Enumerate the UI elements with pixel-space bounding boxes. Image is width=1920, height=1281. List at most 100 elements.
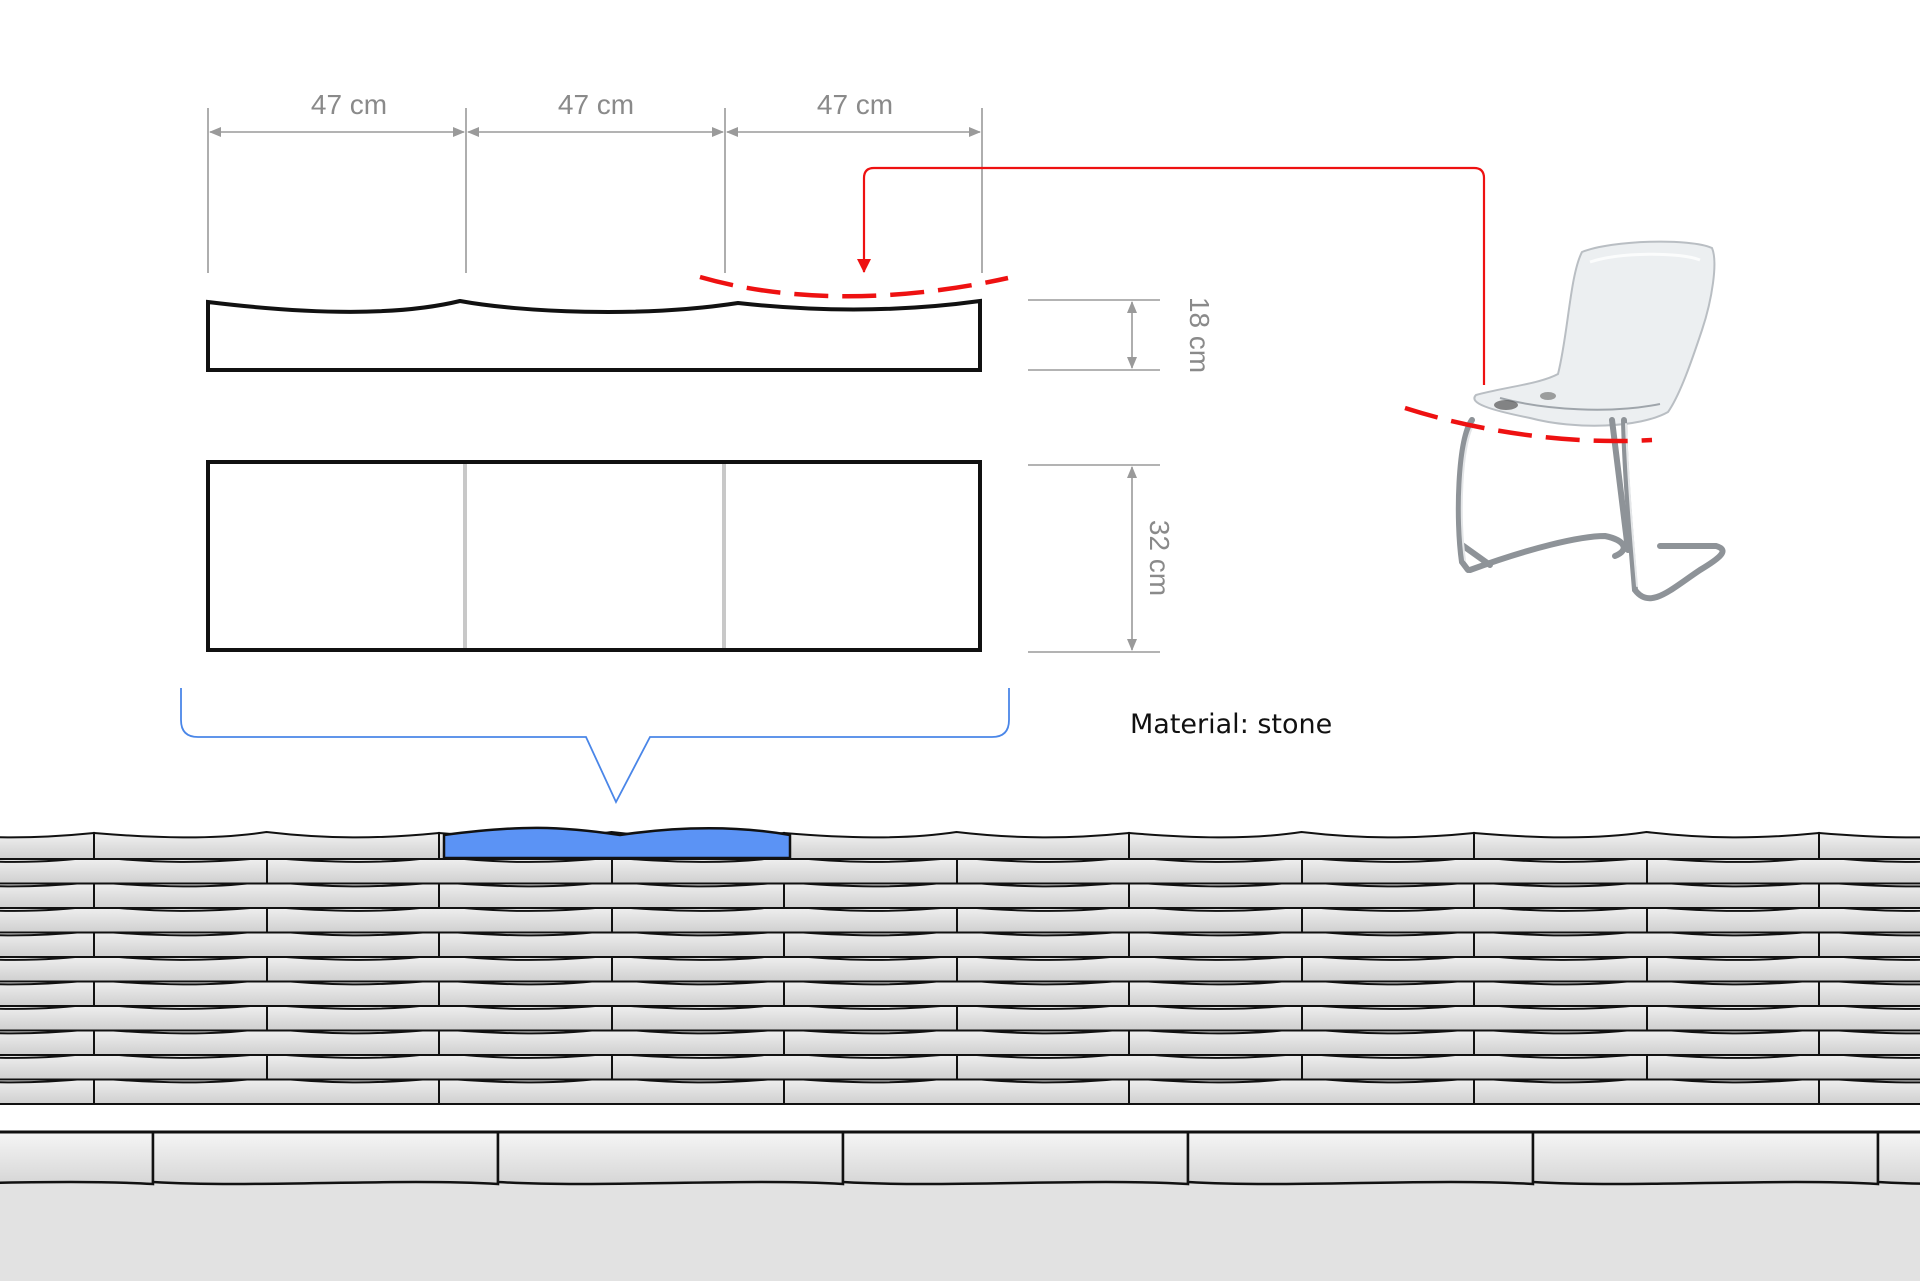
material-label: Material: stone (1130, 709, 1332, 740)
stacked-bench-wall (0, 826, 1920, 1281)
wall-bench-block (1646, 1002, 1920, 1032)
wall-bench-block (1818, 1027, 1920, 1056)
wall-bench-block (611, 1051, 958, 1081)
wall-bench-block (1301, 1002, 1648, 1032)
wall-bench-block (611, 953, 958, 983)
wall-bench-block (1301, 953, 1648, 983)
wall-bench-block (1473, 1026, 1820, 1056)
wall-bench-block (956, 1051, 1303, 1081)
wall-bench-block (611, 1002, 958, 1032)
width-label-3: 47 cm (817, 89, 893, 120)
wall-base-block (0, 1130, 155, 1186)
wall-bench-block (783, 928, 1130, 958)
wall-bench-block (0, 1051, 268, 1081)
wall-bench-block (266, 953, 613, 983)
wall-bench-block (266, 1002, 613, 1032)
wall-base-block (496, 1130, 845, 1186)
height-dimension: 18 cm (1028, 297, 1215, 373)
wall-bench-block (0, 1076, 95, 1105)
seat-curve-reference (699, 166, 1486, 385)
wall-bench-block (1473, 928, 1820, 958)
wall-bench-block (438, 977, 785, 1007)
wall-base-block (1531, 1130, 1880, 1186)
wall-bench-block (93, 830, 440, 860)
selection-bracket (180, 688, 1010, 805)
chair-illustration (1455, 240, 1726, 602)
depth-dimension: 32 cm (1028, 464, 1175, 653)
wall-bench-block (1473, 977, 1820, 1007)
highlighted-bench (442, 826, 792, 860)
wall-bench-block (1128, 830, 1475, 860)
wall-bench-block (783, 879, 1130, 909)
wall-bench-block (1473, 879, 1820, 909)
wall-bench-block (1473, 830, 1820, 860)
wall-bench-block (1301, 904, 1648, 934)
wall-bench-block (93, 1075, 440, 1105)
bench-seat-curve-dashed (699, 274, 1009, 299)
wall-bench-block (783, 1026, 1130, 1056)
wall-bench-block (1128, 879, 1475, 909)
wall-bench-block (956, 953, 1303, 983)
wall-bench-block (1818, 978, 1920, 1007)
wall-bench-block (93, 928, 440, 958)
wall-bench-block (1646, 904, 1920, 934)
wall-bench-block (438, 879, 785, 909)
wall-bench-block (1128, 1026, 1475, 1056)
wall-bench-block (0, 953, 268, 983)
wall-bench-block (93, 1026, 440, 1056)
wall-bench-block (1646, 1051, 1920, 1081)
wall-bench-block (1818, 831, 1920, 860)
wall-bench-block (0, 1027, 95, 1056)
width-label-2: 47 cm (558, 89, 634, 120)
wall-bench-block (0, 831, 95, 860)
wall-bench-block (611, 904, 958, 934)
wall-bench-block (1473, 1075, 1820, 1105)
wall-bench-block (93, 977, 440, 1007)
wall-bench-block (0, 904, 268, 934)
wall-bench-block (438, 1075, 785, 1105)
wall-base-block (841, 1130, 1190, 1186)
wall-bench-block (266, 1051, 613, 1081)
wall-bench-block (783, 1075, 1130, 1105)
wall-bench-block (0, 855, 268, 885)
wall-bench-block (1301, 1051, 1648, 1081)
wall-bench-block (0, 929, 95, 958)
wall-bench-block (266, 855, 613, 885)
wall-bench-block (783, 830, 1130, 860)
wall-bench-block (956, 1002, 1303, 1032)
bench-section-view (206, 298, 982, 372)
wall-bench-block (783, 977, 1130, 1007)
wall-bench-block (1646, 855, 1920, 885)
wall-bench-block (1818, 1076, 1920, 1105)
width-label-1: 47 cm (311, 89, 387, 120)
wall-bench-block (0, 978, 95, 1007)
wall-bench-block (611, 855, 958, 885)
depth-label: 32 cm (1144, 520, 1175, 596)
width-dimensions: 47 cm 47 cm 47 cm (207, 89, 983, 273)
wall-bench-block (1818, 880, 1920, 909)
wall-bench-block (1128, 977, 1475, 1007)
wall-bench-block (956, 855, 1303, 885)
bench-plan-view (206, 460, 982, 652)
wall-bench-block (266, 904, 613, 934)
wall-bench-block (1818, 929, 1920, 958)
ground-strip (0, 1183, 1920, 1281)
wall-base-block (151, 1130, 500, 1186)
wall-base-block (1186, 1130, 1535, 1186)
connector-line (857, 166, 1486, 385)
wall-base-block (1876, 1130, 1920, 1185)
wall-bench-block (0, 880, 95, 909)
chair-shell (1473, 240, 1716, 427)
wall-bench-block (1301, 855, 1648, 885)
wall-bench-block (93, 879, 440, 909)
wall-bench-block (956, 904, 1303, 934)
wall-bench-block (1128, 1075, 1475, 1105)
chair-seat-curve-dashed (1404, 405, 1653, 444)
wall-bench-block (438, 1026, 785, 1056)
wall-bench-block (0, 1002, 268, 1032)
wall-bench-block (438, 928, 785, 958)
height-label: 18 cm (1184, 297, 1215, 373)
wall-bench-block (1128, 928, 1475, 958)
wall-bench-block (1646, 953, 1920, 983)
